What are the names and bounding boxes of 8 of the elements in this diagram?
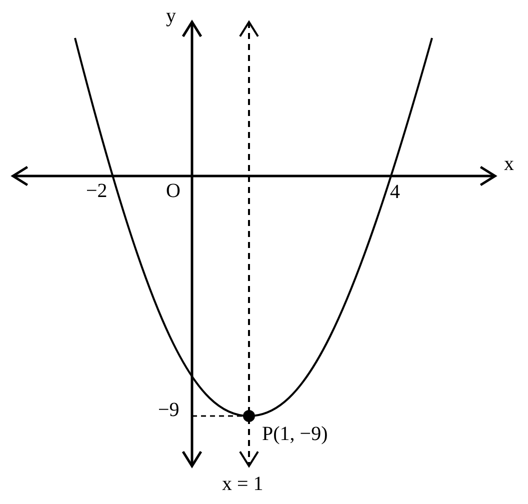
- axis-label: −2: [86, 181, 108, 201]
- axis-label: P(1, −9): [262, 424, 328, 444]
- axis-label: x = 1: [222, 474, 264, 494]
- axis-label: −9: [158, 400, 180, 420]
- axis-label: 4: [390, 182, 400, 202]
- axis-label: y: [166, 6, 176, 26]
- axis-label: x: [504, 154, 514, 174]
- axis-label: O: [166, 181, 180, 201]
